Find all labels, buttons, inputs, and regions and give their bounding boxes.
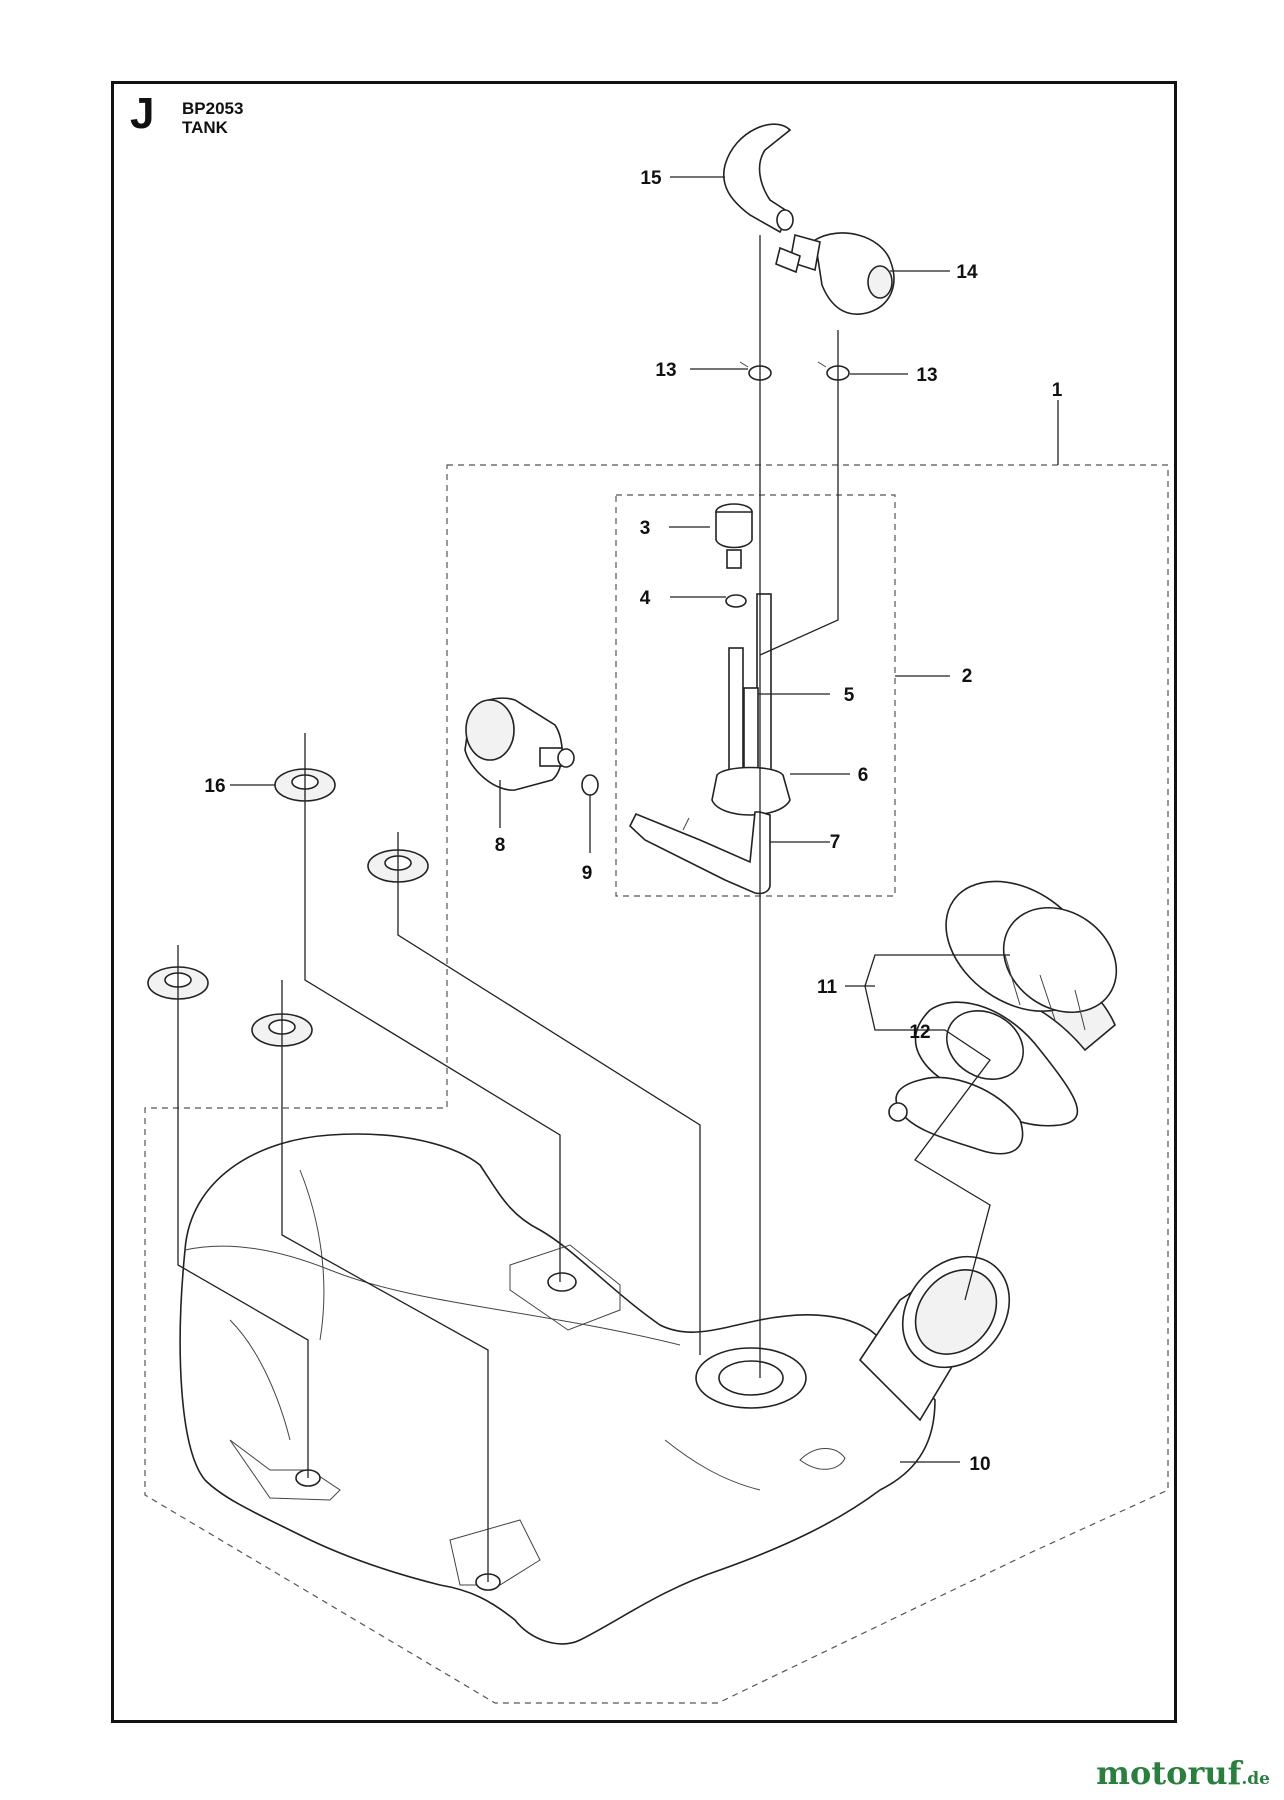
leader-lines	[177, 176, 1059, 1582]
hose-clips	[739, 361, 850, 381]
fuel-tank	[179, 1133, 1011, 1645]
fuel-cap	[945, 880, 1118, 1052]
callout-2: 2	[962, 666, 973, 687]
diagram-frame	[111, 81, 1177, 1723]
primer-hose	[723, 123, 794, 234]
callout-labels: 1 2 3 4 5 6 7 8 9 10 11 12 13 13 14 15 1…	[204, 168, 1062, 1475]
model-code: BP2053	[182, 99, 244, 118]
callout-15: 15	[640, 168, 662, 189]
callout-13-right: 13	[916, 365, 937, 386]
watermark-tld: .de	[1241, 1769, 1270, 1789]
callout-13-left: 13	[655, 360, 676, 381]
callout-14: 14	[956, 262, 978, 283]
callout-12: 12	[909, 1022, 930, 1043]
assembly-1-outline	[144, 464, 1169, 1704]
watermark-brand: motoruf	[1096, 1754, 1242, 1792]
section-letter: J	[130, 89, 155, 138]
callout-7: 7	[830, 832, 841, 853]
watermark-logo: motoruf.de	[1096, 1754, 1270, 1792]
primer-bulb	[775, 232, 895, 315]
fuel-pickup-assembly	[629, 503, 791, 895]
callout-16: 16	[204, 776, 225, 797]
callout-1: 1	[1052, 380, 1063, 401]
callout-9: 9	[582, 863, 593, 884]
filler-gasket	[888, 1001, 1079, 1155]
callout-5: 5	[844, 685, 855, 706]
callout-11: 11	[817, 977, 838, 998]
callout-8: 8	[495, 835, 506, 856]
section-title: TANK	[182, 118, 228, 137]
callout-4: 4	[640, 588, 651, 609]
assembly-2-outline	[615, 494, 896, 897]
grommets	[147, 768, 429, 1047]
callout-3: 3	[640, 518, 651, 539]
fuel-filter	[464, 697, 599, 796]
callout-6: 6	[858, 765, 869, 786]
callout-10: 10	[969, 1454, 990, 1475]
